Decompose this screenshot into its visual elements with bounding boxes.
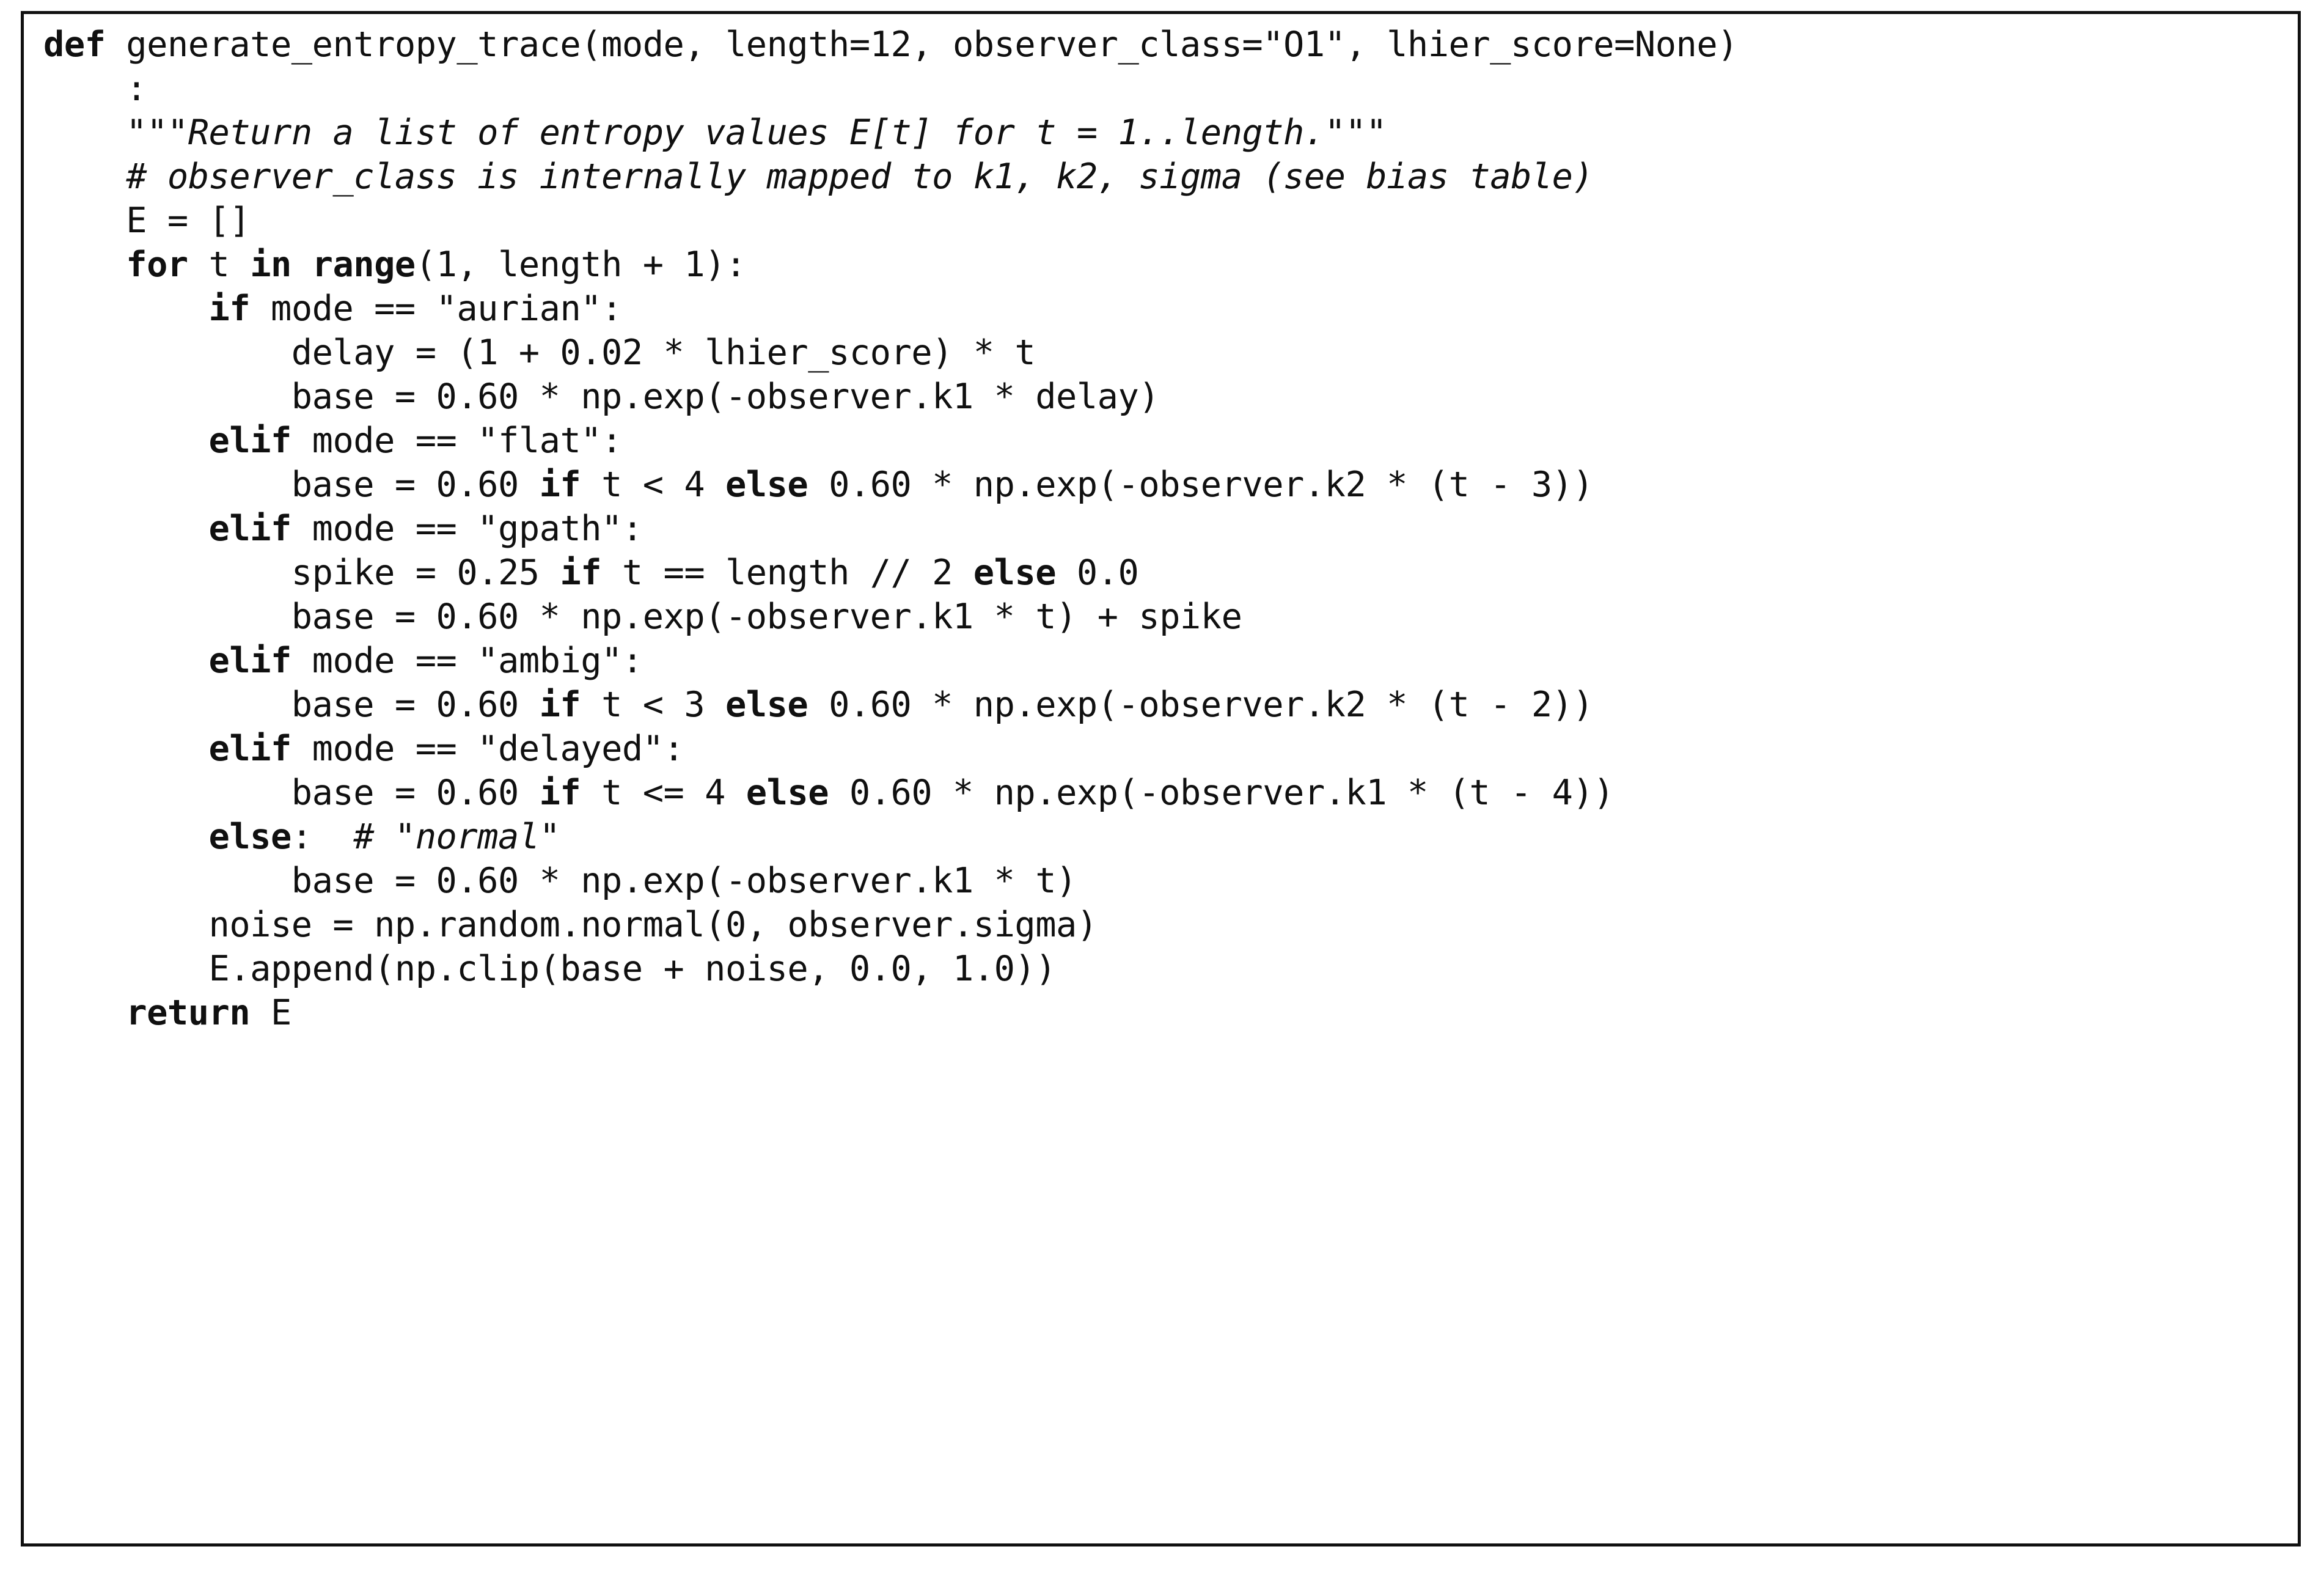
code-token: mode == "aurian": [250, 289, 622, 329]
code-token: return [126, 993, 251, 1033]
code-token: in [250, 245, 291, 285]
code-token: t == length // 2 [601, 553, 973, 593]
code-token: elif [208, 421, 292, 461]
code-token: base = 0.60 * np.exp(-observer.k1 * t) +… [43, 597, 1242, 637]
code-token: else [725, 685, 808, 725]
code-line: for t in range(1, length + 1): [43, 243, 2298, 287]
code-token: generate_entropy_trace(mode, length=12, … [105, 24, 1738, 65]
code-line: def generate_entropy_trace(mode, length=… [43, 23, 2298, 67]
code-token: mode == "delayed": [291, 729, 684, 769]
code-token [291, 245, 312, 285]
code-line: delay = (1 + 0.02 * lhier_score) * t [43, 331, 2298, 375]
code-token: # observer_class is internally mapped to… [126, 156, 1594, 197]
code-token: if [560, 553, 602, 593]
code-line: spike = 0.25 if t == length // 2 else 0.… [43, 551, 2298, 595]
code-line: """Return a list of entropy values E[t] … [43, 111, 2298, 155]
code-token: (1, length + 1): [415, 245, 747, 285]
code-token: E.append(np.clip(base + noise, 0.0, 1.0)… [43, 949, 1057, 989]
code-token: base = 0.60 [43, 685, 540, 725]
code-token [43, 289, 209, 329]
code-token: mode == "flat": [291, 421, 623, 461]
code-line: base = 0.60 * np.exp(-observer.k1 * t) +… [43, 595, 2298, 639]
code-token [43, 729, 209, 769]
code-token [43, 112, 126, 153]
code-token: delay = (1 + 0.02 * lhier_score) * t [43, 333, 1036, 373]
code-token: if [539, 773, 581, 813]
code-token: t < 4 [581, 465, 725, 505]
code-line: base = 0.60 if t < 3 else 0.60 * np.exp(… [43, 683, 2298, 727]
code-token: else [746, 773, 829, 813]
code-token [43, 817, 209, 857]
code-line: if mode == "aurian": [43, 287, 2298, 331]
code-line: elif mode == "delayed": [43, 727, 2298, 771]
code-token: # "normal" [353, 817, 560, 857]
code-line: elif mode == "flat": [43, 419, 2298, 463]
code-line: : [43, 67, 2298, 111]
code-token: else [208, 817, 292, 857]
code-line: E.append(np.clip(base + noise, 0.0, 1.0)… [43, 947, 2298, 991]
code-token: spike = 0.25 [43, 553, 560, 593]
code-line: E = [] [43, 199, 2298, 243]
code-token: else [725, 465, 808, 505]
code-token: 0.60 * np.exp(-observer.k1 * (t - 4)) [829, 773, 1615, 813]
code-token [43, 993, 126, 1033]
code-token: base = 0.60 * np.exp(-observer.k1 * t) [43, 861, 1077, 901]
code-line: base = 0.60 if t <= 4 else 0.60 * np.exp… [43, 771, 2298, 815]
code-token: range [312, 245, 416, 285]
code-token: E [250, 993, 291, 1033]
code-token: if [539, 685, 581, 725]
code-line: return E [43, 991, 2298, 1035]
code-line: noise = np.random.normal(0, observer.sig… [43, 903, 2298, 947]
code-token: if [539, 465, 581, 505]
code-token [43, 156, 126, 197]
code-token: mode == "ambig": [291, 641, 643, 681]
code-token: elif [208, 729, 292, 769]
code-token: noise = np.random.normal(0, observer.sig… [43, 905, 1098, 945]
code-token: if [208, 289, 251, 329]
code-token: : [43, 68, 147, 109]
code-token [43, 641, 209, 681]
code-token: elif [208, 509, 292, 549]
code-token: else [973, 553, 1057, 593]
code-token: 0.60 * np.exp(-observer.k2 * (t - 3)) [808, 465, 1594, 505]
code-token: 0.0 [1056, 553, 1139, 593]
code-token: t < 3 [581, 685, 725, 725]
code-token: 0.60 * np.exp(-observer.k2 * (t - 2)) [808, 685, 1594, 725]
code-token: E = [] [43, 200, 251, 241]
code-token: for [126, 245, 188, 285]
code-token: elif [208, 641, 292, 681]
code-token: def [43, 24, 106, 65]
code-token [43, 421, 209, 461]
code-token: base = 0.60 [43, 773, 540, 813]
code-listing-frame: def generate_entropy_trace(mode, length=… [21, 11, 2301, 1546]
code-token [43, 509, 209, 549]
code-token: base = 0.60 [43, 465, 540, 505]
code-line: base = 0.60 * np.exp(-observer.k1 * t) [43, 859, 2298, 903]
code-token: : [291, 817, 354, 857]
code-token: t [188, 245, 251, 285]
code-token: """Return a list of entropy values E[t] … [126, 112, 1387, 153]
code-token [43, 245, 126, 285]
code-line: elif mode == "ambig": [43, 639, 2298, 683]
code-listing-text: def generate_entropy_trace(mode, length=… [43, 23, 2298, 1035]
code-line: base = 0.60 * np.exp(-observer.k1 * dela… [43, 375, 2298, 419]
code-line: elif mode == "gpath": [43, 507, 2298, 551]
code-line: else: # "normal" [43, 815, 2298, 859]
code-line: # observer_class is internally mapped to… [43, 155, 2298, 199]
code-token: t <= 4 [581, 773, 746, 813]
code-token: mode == "gpath": [291, 509, 643, 549]
code-token: base = 0.60 * np.exp(-observer.k1 * dela… [43, 377, 1160, 417]
code-line: base = 0.60 if t < 4 else 0.60 * np.exp(… [43, 463, 2298, 507]
